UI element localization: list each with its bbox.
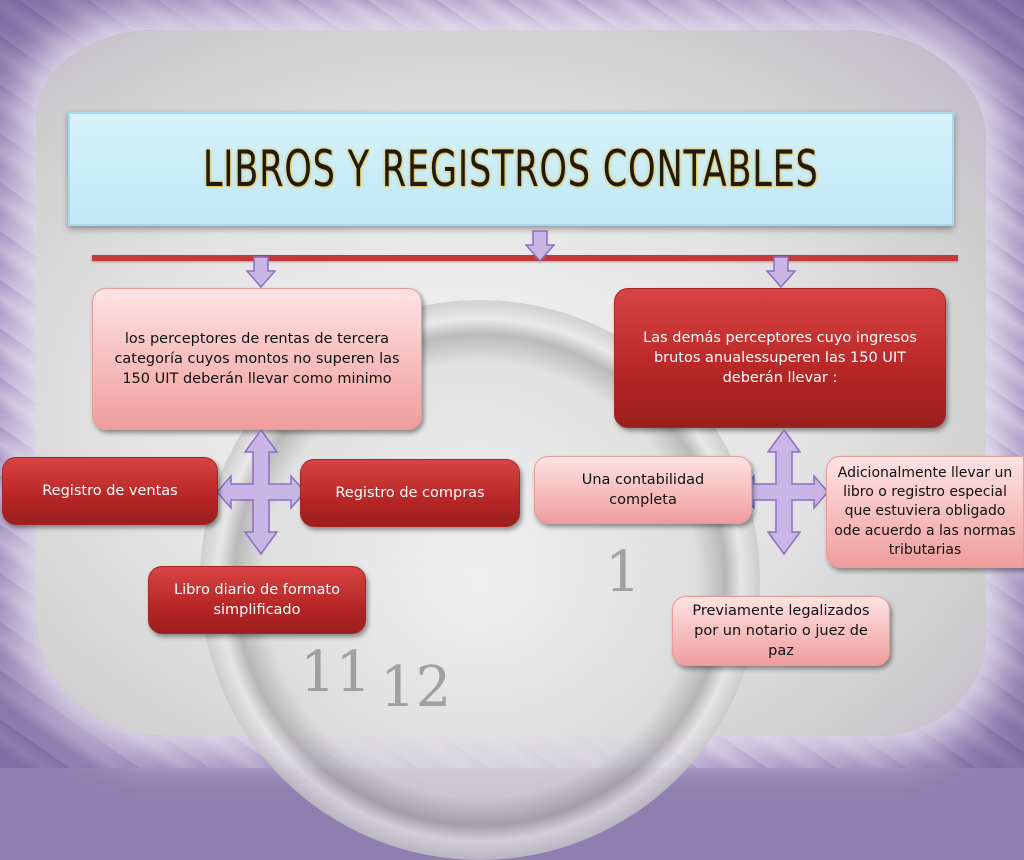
watch-numeral: 12 — [380, 655, 452, 720]
bottom-option-text: Libro diario de formato simplificado — [173, 582, 340, 618]
four-way-arrow-icon — [216, 428, 306, 556]
legalized-text: Previamente legalizados por un notario o… — [692, 603, 870, 659]
bottom-option-box: Libro diario de formato simplificado — [148, 566, 366, 634]
left-condition-text: los perceptores de rentas de tercera cat… — [114, 331, 400, 387]
left-condition-box: los perceptores de rentas de tercera cat… — [92, 288, 422, 430]
left-option-box: Registro de ventas — [2, 457, 218, 525]
right-option-text: Registro de compras — [335, 485, 485, 501]
arrow-down-icon — [766, 256, 796, 288]
four-way-arrow-icon — [739, 428, 829, 556]
right-condition-box: Las demás perceptores cuyo ingresos brut… — [614, 288, 946, 428]
left-option-text: Registro de ventas — [42, 483, 178, 499]
right-option-box: Registro de compras — [300, 459, 520, 527]
complete-accounting-box: Una contabilidad completa — [534, 456, 752, 524]
complete-accounting-text: Una contabilidad completa — [581, 472, 705, 508]
arrow-down-icon — [246, 256, 276, 288]
connector-bar — [92, 255, 958, 261]
title-box: LIBROS Y REGISTROS CONTABLES — [68, 112, 954, 226]
right-condition-text: Las demás perceptores cuyo ingresos brut… — [643, 330, 917, 386]
watch-numeral: 11 — [300, 640, 372, 705]
diagram-title: LIBROS Y REGISTROS CONTABLES — [203, 140, 819, 198]
watch-numeral: 1 — [605, 540, 641, 605]
legalized-box: Previamente legalizados por un notario o… — [672, 596, 890, 666]
special-register-box: Adicionalmente llevar un libro o registr… — [826, 456, 1024, 568]
arrow-down-icon — [525, 230, 555, 262]
special-register-text: Adicionalmente llevar un libro o registr… — [834, 464, 1016, 558]
